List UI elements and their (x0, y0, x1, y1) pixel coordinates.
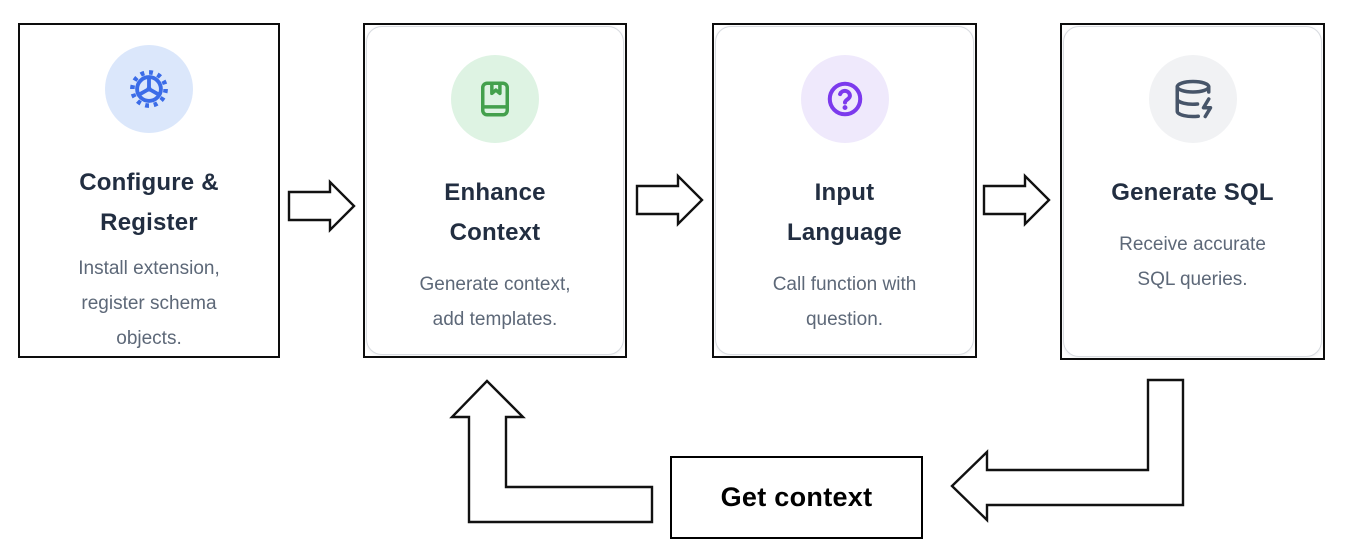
step-description: Receive accurate SQL queries. (1119, 234, 1266, 290)
step-card-input-language: Input Language Call function with questi… (712, 23, 977, 358)
icon-circle (800, 55, 889, 143)
step-description: Call function with question. (772, 274, 917, 330)
step-card-configure-register: Configure & Register Install extension, … (18, 23, 280, 358)
loop-up-arrow (449, 379, 654, 524)
step-description: Install extension, register schema objec… (78, 258, 220, 349)
book-bookmark-icon (481, 81, 509, 117)
step-title: Input Language (787, 179, 902, 246)
icon-circle (1148, 55, 1237, 143)
step-card-body: Generate SQL Receive accurate SQL querie… (1063, 26, 1322, 357)
question-circle-icon (827, 81, 862, 117)
step-card-generate-sql: Generate SQL Receive accurate SQL querie… (1060, 23, 1325, 360)
step-title: Generate SQL (1111, 179, 1274, 206)
icon-circle (451, 55, 539, 143)
database-zap-icon (1174, 79, 1212, 119)
loop-left-arrow (950, 378, 1185, 523)
flow-arrow-3 (982, 173, 1051, 227)
step-title: Enhance Context (444, 179, 546, 246)
get-context-box: Get context (670, 456, 923, 539)
step-card-body: Input Language Call function with questi… (715, 26, 974, 355)
step-title: Configure & Register (79, 169, 219, 236)
step-card-enhance-context: Enhance Context Generate context, add te… (363, 23, 627, 358)
icon-circle (105, 45, 193, 133)
step-card-body: Configure & Register Install extension, … (21, 26, 277, 355)
step-card-body: Enhance Context Generate context, add te… (366, 26, 624, 355)
gear-icon (130, 70, 168, 108)
flow-arrow-2 (635, 173, 704, 227)
get-context-label: Get context (720, 482, 873, 512)
step-description: Generate context, add templates. (419, 274, 571, 330)
flow-arrow-1 (287, 179, 356, 233)
